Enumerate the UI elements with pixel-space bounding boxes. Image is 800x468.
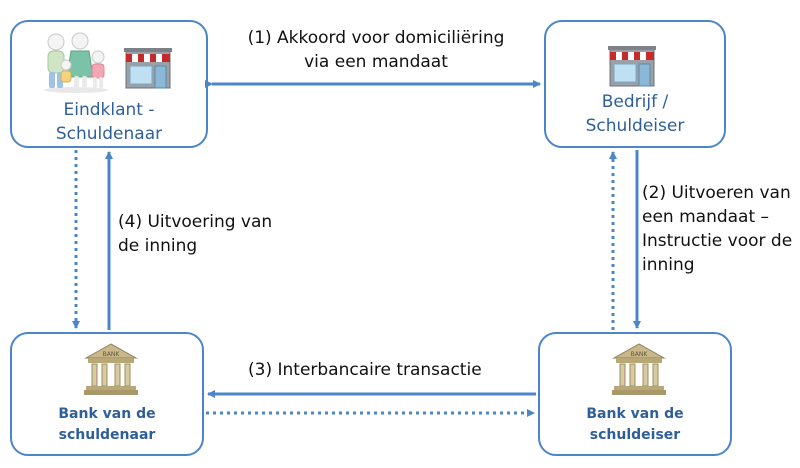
bank-sign-label: BANK bbox=[103, 351, 121, 358]
shop-icon bbox=[124, 48, 172, 89]
creditor-bank-label-line1: Bank van de bbox=[586, 406, 684, 422]
creditor-bank-label-line2: schuldeiser bbox=[589, 427, 681, 443]
label-interbank-line1: (3) Interbancaire transactie bbox=[248, 360, 482, 380]
debtor-bank-label-line2: schuldenaar bbox=[58, 427, 156, 443]
label-collection-execution: (4) Uitvoering van de inning bbox=[118, 210, 272, 258]
label-agreement-line1: (1) Akkoord voor domiciliëring bbox=[247, 28, 505, 48]
label-collection-line1: (4) Uitvoering van bbox=[118, 212, 273, 232]
label-collection-line2: de inning bbox=[118, 236, 198, 256]
label-mandate-line3: Instructie voor de bbox=[642, 231, 793, 251]
creditor-bank-node: BANK Bank van de schuldeiser bbox=[538, 332, 732, 456]
customer-label-line2: Schuldenaar bbox=[55, 124, 163, 144]
customer-node: Eindklant - Schuldenaar bbox=[10, 20, 208, 148]
label-mandate-line1: (2) Uitvoeren van bbox=[642, 183, 791, 203]
bank-building-icon: BANK bbox=[612, 343, 666, 395]
company-node: Bedrijf / Schuldeiser bbox=[544, 20, 726, 148]
company-label-line1: Bedrijf / bbox=[601, 92, 669, 112]
label-mandate-line4: inning bbox=[642, 255, 695, 275]
label-mandate-line2: een mandaat – bbox=[642, 207, 770, 227]
label-interbank-transaction: (3) Interbancaire transactie bbox=[248, 358, 482, 382]
family-icon bbox=[44, 32, 108, 93]
label-agreement: (1) Akkoord voor domiciliëring via een m… bbox=[212, 26, 540, 74]
label-agreement-line2: via een mandaat bbox=[304, 52, 448, 72]
debtor-bank-node: BANK Bank van de schuldenaar bbox=[10, 332, 204, 456]
shop-icon bbox=[608, 46, 656, 87]
customer-label-line1: Eindklant - bbox=[63, 100, 155, 120]
company-label-line2: Schuldeiser bbox=[585, 116, 685, 136]
bank-sign-label: BANK bbox=[631, 351, 649, 358]
label-mandate-instruction: (2) Uitvoeren van een mandaat – Instruct… bbox=[642, 181, 792, 277]
debtor-bank-label-line1: Bank van de bbox=[58, 406, 156, 422]
bank-building-icon: BANK bbox=[84, 343, 138, 395]
